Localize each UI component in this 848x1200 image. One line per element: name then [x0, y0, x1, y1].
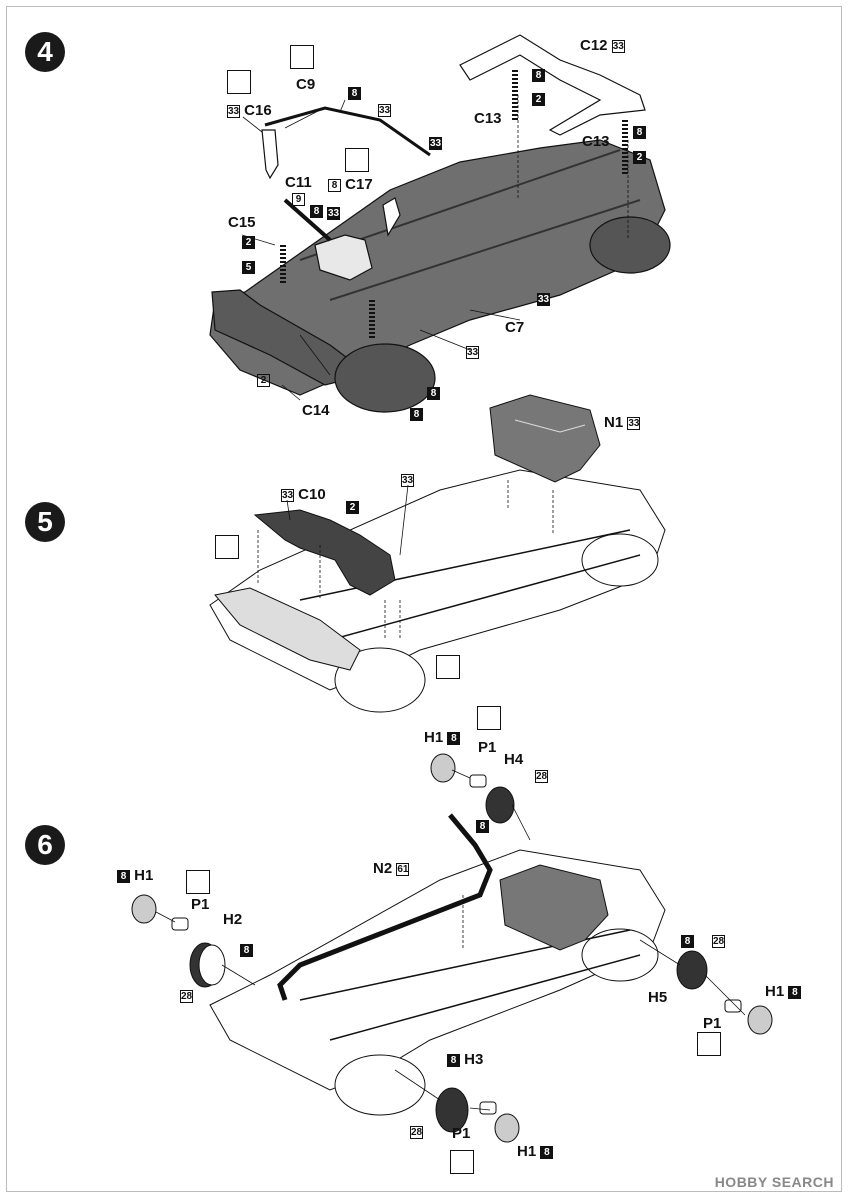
paint-code: 8 — [681, 935, 694, 948]
no-glue-icon — [450, 1150, 474, 1174]
step-6-number: 6 — [25, 825, 65, 865]
paint-code: 33 — [627, 416, 641, 430]
paint-code: 33 — [429, 137, 442, 150]
part-label-p1-top: P1 — [478, 739, 497, 756]
paint-code: 8 — [328, 178, 341, 192]
paint-code: 8 — [447, 731, 461, 745]
step5-chassis-drawing — [209, 394, 666, 713]
paint-code: 33 — [227, 104, 240, 118]
paint-code: 9 — [292, 193, 305, 206]
step4-chassis-drawing — [209, 34, 671, 413]
part-label-h5: H5 — [648, 989, 668, 1006]
no-glue-icon — [697, 1032, 721, 1056]
paint-code: 8 — [117, 869, 130, 883]
step6-chassis-drawing — [131, 753, 773, 1143]
paint-code: 8 — [240, 944, 253, 957]
paint-code: 2 — [532, 93, 545, 106]
part-label-h4: H4 — [504, 751, 524, 768]
paint-code: 8 — [447, 1053, 460, 1067]
paint-code: 8 — [532, 69, 545, 82]
paint-code: 33 — [401, 474, 414, 487]
part-label-c13-b: C13 — [582, 133, 610, 150]
no-glue-icon — [477, 706, 501, 730]
part-label-c7: C7 — [505, 319, 525, 336]
paint-code: 28 — [535, 770, 548, 783]
no-glue-icon — [436, 655, 460, 679]
paint-code: 2 — [346, 501, 359, 514]
part-label-c12: C12 33 — [580, 37, 625, 54]
paint-code: 33 — [537, 293, 550, 306]
part-label-c11: C11 — [285, 174, 312, 191]
paint-code: 33 — [378, 104, 391, 117]
paint-code: 33 — [466, 346, 479, 359]
step-5-number: 5 — [25, 502, 65, 542]
paint-code: 8 — [410, 408, 423, 421]
part-label-h1-left: 8 H1 — [117, 868, 153, 884]
part-label-p1-right: P1 — [703, 1015, 722, 1032]
paint-code: 8 — [540, 1145, 554, 1159]
paint-code: 8 — [427, 387, 440, 400]
part-label-h1-right: H1 8 — [765, 984, 802, 1000]
step6-leader-lines — [155, 769, 746, 1111]
no-glue-icon — [345, 148, 369, 172]
paint-code: 33 — [611, 39, 625, 53]
paint-code: 33 — [281, 488, 294, 502]
paint-code: 2 — [257, 374, 270, 387]
paint-code: 8 — [348, 87, 361, 100]
step4-leader-lines — [241, 95, 629, 401]
part-label-c9: C9 — [296, 76, 316, 93]
no-glue-icon — [227, 70, 251, 94]
paint-code: 5 — [242, 261, 255, 274]
no-glue-icon — [290, 45, 314, 69]
paint-code: 61 — [396, 862, 410, 876]
paint-code: 8 — [476, 820, 489, 833]
part-label-c14: C14 — [302, 402, 330, 419]
paint-code: 8 — [310, 205, 323, 218]
paint-code: 33 — [327, 207, 340, 220]
part-label-c16: 33 C16 — [227, 102, 272, 119]
no-glue-icon — [186, 870, 210, 894]
paint-code: 8 — [788, 985, 802, 999]
part-label-h2: H2 — [223, 911, 243, 928]
part-label-n1: N1 33 — [604, 414, 641, 431]
part-label-h1-top: H1 8 — [424, 730, 461, 746]
part-label-h3: 8 H3 — [447, 1052, 483, 1068]
step-4-number: 4 — [25, 32, 65, 72]
part-label-h1-bottom: H1 8 — [517, 1144, 554, 1160]
paint-code: 28 — [180, 990, 193, 1003]
part-label-n2: N2 61 — [373, 860, 410, 877]
paint-code: 2 — [242, 236, 255, 249]
part-label-p1-left: P1 — [191, 896, 210, 913]
part-label-c15: C15 — [228, 214, 256, 231]
step5-leader-lines — [257, 480, 554, 640]
paint-code: 2 — [633, 151, 646, 164]
no-glue-icon — [215, 535, 239, 559]
page-frame — [6, 6, 842, 1192]
part-label-p1-bottom: P1 — [452, 1125, 471, 1142]
paint-code: 28 — [410, 1126, 423, 1139]
paint-code: 8 — [633, 126, 646, 139]
part-label-c10: 33 C10 — [281, 486, 326, 503]
part-label-c13-a: C13 — [474, 110, 502, 127]
watermark: HOBBY SEARCH — [714, 1174, 834, 1190]
part-label-c17: 8 C17 — [328, 177, 373, 193]
paint-code: 28 — [712, 935, 725, 948]
